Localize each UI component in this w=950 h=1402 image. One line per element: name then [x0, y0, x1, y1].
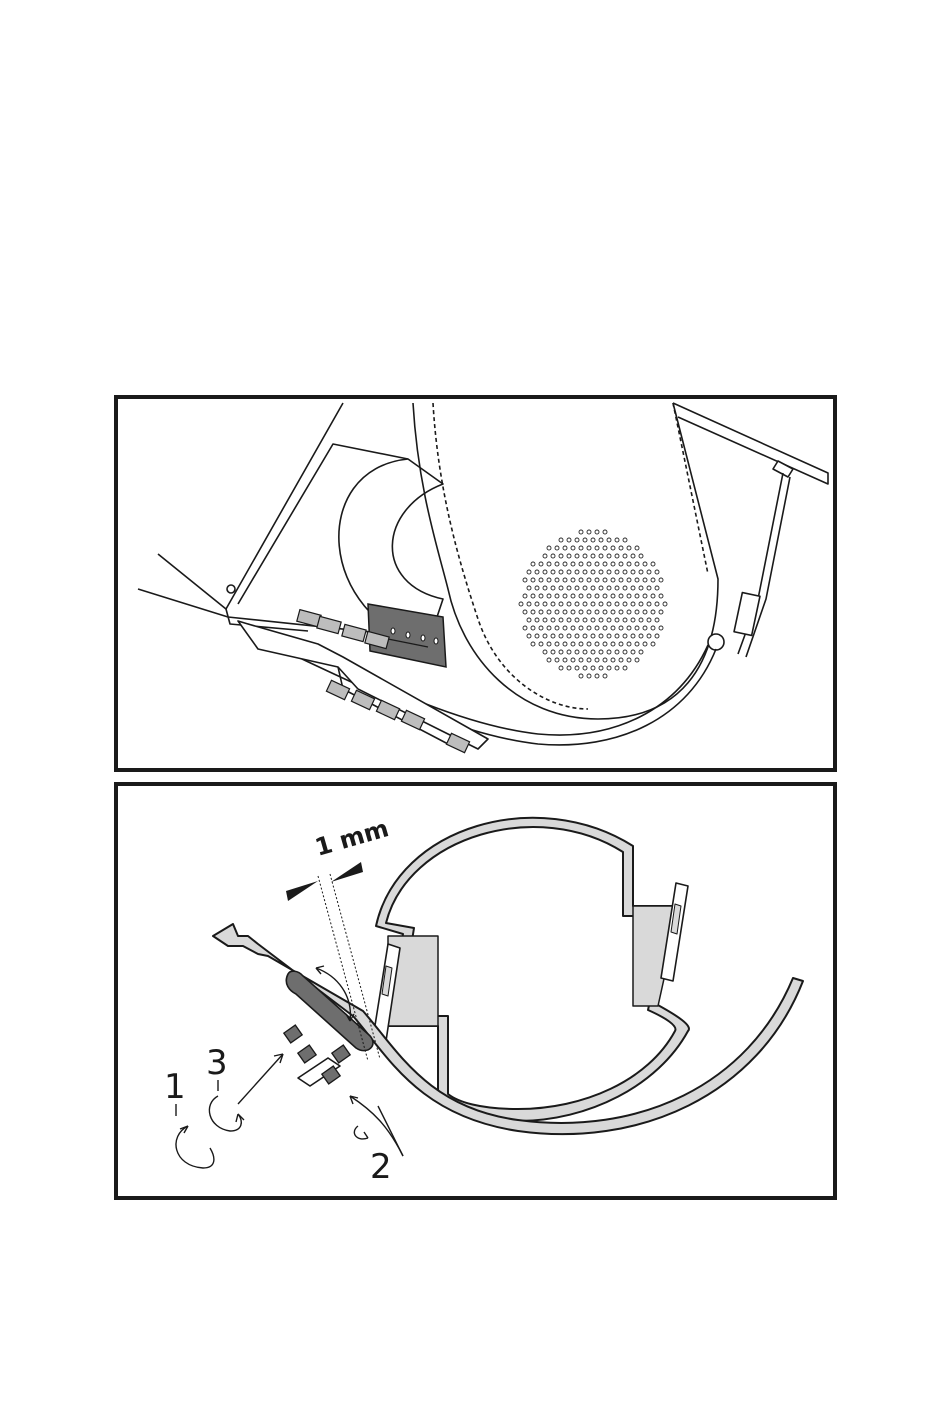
- frame-bolt-hole: [227, 585, 235, 593]
- isometric-view-panel: [114, 395, 837, 772]
- right-pivot: [708, 634, 724, 650]
- rotation-arrow-3: [209, 1096, 241, 1131]
- rotation-arrow-1: [176, 1126, 214, 1168]
- scroll-band-inner: [248, 624, 708, 735]
- right-bracket: [673, 403, 828, 484]
- gap-arrow-left: [286, 881, 318, 901]
- frame-side: [226, 609, 308, 631]
- gap-label: 1 mm: [312, 814, 392, 862]
- scroll-band: [213, 924, 803, 1134]
- nut-2: [298, 1045, 316, 1063]
- perforated-disc: [519, 530, 667, 678]
- nut-4: [332, 1045, 350, 1063]
- isometric-drawing: [118, 399, 833, 768]
- rotation-arrow-2: [354, 1126, 368, 1139]
- drum-outline: [413, 403, 718, 719]
- callout-3: 3: [206, 1043, 228, 1083]
- nut-1: [284, 1025, 302, 1043]
- section-view-panel: 1 mm 1 3 2: [114, 782, 837, 1200]
- callout-2: 2: [370, 1147, 392, 1187]
- callout-1: 1: [164, 1067, 186, 1107]
- gap-arrow-right: [331, 862, 363, 882]
- arrow-to-nut: [238, 1054, 283, 1104]
- section-drawing: 1 mm 1 3 2: [118, 786, 833, 1196]
- frame-beam-upper: [158, 403, 343, 609]
- drum-dashed-edge: [433, 403, 588, 709]
